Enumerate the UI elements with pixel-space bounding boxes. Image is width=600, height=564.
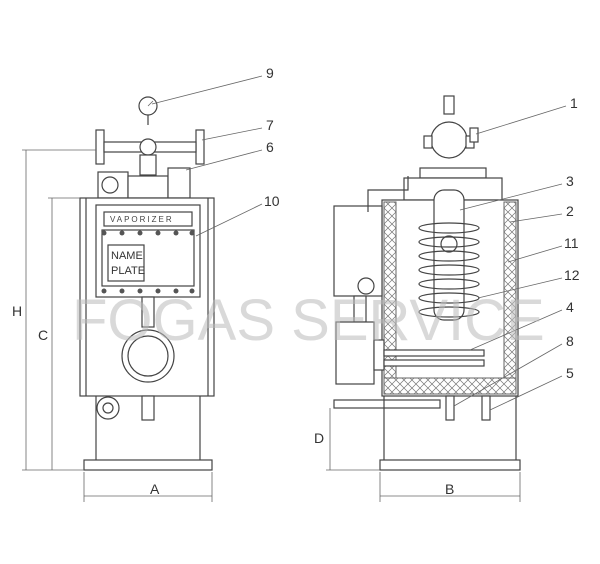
callout-11: 11	[564, 235, 579, 251]
front-view: VAPORIZER NAME PLATE	[79, 96, 215, 471]
section-view	[333, 95, 521, 471]
dimension-c: C	[38, 327, 48, 343]
watermark: FOGAS SERVICE	[72, 288, 545, 353]
callout-4: 4	[566, 299, 574, 315]
callout-5: 5	[566, 365, 574, 381]
name-plate-line-2: PLATE	[111, 265, 145, 277]
dimension-a: A	[150, 481, 160, 497]
callout-3: 3	[566, 173, 574, 189]
dimension-b: B	[445, 481, 454, 497]
dimension-labels: H C A B D	[12, 303, 454, 497]
callout-9: 9	[266, 65, 274, 81]
callout-8: 8	[566, 333, 574, 349]
vaporizer-label: VAPORIZER	[110, 215, 174, 224]
callout-7: 7	[266, 117, 274, 133]
callout-2: 2	[566, 203, 574, 219]
name-plate	[107, 244, 145, 282]
callout-12: 12	[564, 267, 580, 283]
callouts: 9 7 6 10 1 3 2 11 12 4 8 5	[264, 65, 580, 381]
callout-6: 6	[266, 139, 274, 155]
dimension-h: H	[12, 303, 22, 319]
callout-1: 1	[570, 95, 578, 111]
name-plate-line-1: NAME	[111, 250, 143, 262]
callout-10: 10	[264, 193, 280, 209]
dimension-d: D	[314, 430, 324, 446]
